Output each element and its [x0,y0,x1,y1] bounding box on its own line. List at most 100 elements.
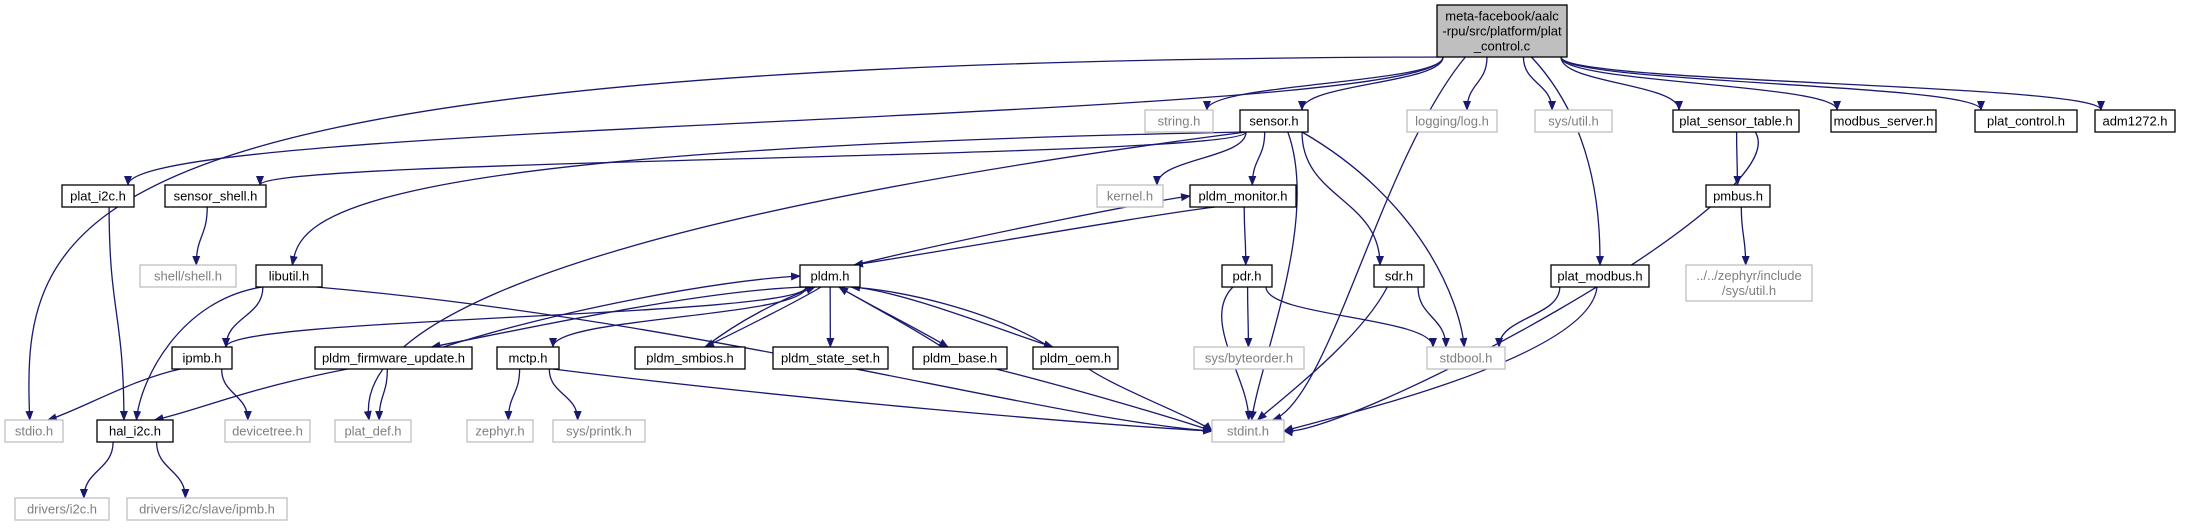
node-box [1032,346,1119,370]
node-label: stdio.h [15,424,53,439]
node-box [314,346,473,370]
node-pmbus[interactable]: pmbus.h [1705,184,1771,208]
node-zephyr: zephyr.h [466,419,534,443]
node-pldm-state-set[interactable]: pldm_state_set.h [772,346,889,370]
edge-sensor-to-pldm_monitor [1248,131,1266,186]
node-box [772,346,889,370]
node-sensor[interactable]: sensor.h [1239,109,1309,133]
edge-root-to-plat_i2c [124,56,1444,186]
node-kernel: kernel.h [1096,184,1164,208]
node-label: zephyr.h [475,424,524,439]
node-ipmb[interactable]: ipmb.h [171,346,233,370]
node-box [1534,109,1613,133]
node-mctp[interactable]: mctp.h [496,346,560,370]
node-box [466,419,534,443]
node-label: drivers/i2c.h [27,502,97,517]
node-label: string.h [1158,114,1201,129]
node-box [164,184,267,208]
edge-sensor-to-sensor_shell [256,131,1247,186]
node-box [552,419,646,443]
edge-root-to-plat_sensor_table [1560,56,1683,111]
node-libutil[interactable]: libutil.h [255,264,323,288]
node-label: devicetree.h [232,424,303,439]
edges-layer [25,56,2105,499]
edge-plat_sensor_table-to-stdint [1283,131,1759,437]
edge-root-to-plat_control [1560,56,1985,111]
edge-pldm_base-to-pldm [838,286,943,348]
node-box [14,497,110,521]
node-sysutil: sys/util.h [1534,109,1613,133]
node-drivers-i2c: drivers/i2c.h [14,497,110,521]
edge-pldm_fw-to-hal_i2c [153,368,348,422]
node-plat-modbus[interactable]: plat_modbus.h [1550,264,1650,288]
edge-ipmb-to-devicetree [221,368,252,421]
edge-mctp-to-stdint [552,368,1213,435]
edge-libutil-to-hal_i2c [133,286,263,421]
edge-sdr-to-stdbool [1417,286,1450,348]
node-logging: logging/log.h [1406,109,1498,133]
edge-plat_modbus-to-stdint [1283,286,1598,433]
edge-sensor_shell-to-shell [192,206,208,266]
node-label: pldm_state_set.h [781,351,880,366]
node-pldm[interactable]: pldm.h [799,264,861,288]
node-box [1436,4,1568,58]
node-label: pldm_oem.h [1040,351,1112,366]
node-box [171,346,233,370]
node-plat-control[interactable]: plat_control.h [1974,109,2078,133]
node-label: plat_control.h [1987,114,2065,129]
node-pldm-smbios[interactable]: pldm_smbios.h [634,346,746,370]
node-box [224,419,311,443]
node-label: drivers/i2c/slave/ipmb.h [139,502,275,517]
edge-pldm_smbios-to-pldm [704,286,816,348]
node-pdr[interactable]: pdr.h [1221,264,1273,288]
node-box [1406,109,1498,133]
node-pldm-monitor[interactable]: pldm_monitor.h [1189,184,1297,208]
edge-mctp-to-sysprintk [548,368,582,421]
edge-pldm_oem-to-stdint [1088,368,1213,432]
node-label: mctp.h [508,351,547,366]
node-label: plat_modbus.h [1557,269,1642,284]
node-label: hal_i2c.h [109,424,161,439]
edge-pdr-to-stdbool [1265,286,1437,348]
node-devicetree: devicetree.h [224,419,311,443]
node-root[interactable]: meta-facebook/aalc-rpu/src/platform/plat… [1436,4,1568,58]
node-pldm-fw[interactable]: pldm_firmware_update.h [314,346,473,370]
edge-pdr-to-sysbyteorder [1244,286,1253,348]
node-sysprintk: sys/printk.h [552,419,646,443]
node-hal-i2c[interactable]: hal_i2c.h [96,419,174,443]
node-box [1830,109,1937,133]
node-sdr[interactable]: sdr.h [1373,264,1425,288]
edge-plat_i2c-to-hal_i2c [108,206,128,421]
node-label: sdr.h [1385,269,1413,284]
node-pldm-base[interactable]: pldm_base.h [912,346,1008,370]
node-label: plat_i2c.h [70,189,126,204]
edge-sensor-to-kernel [1153,131,1247,186]
node-label: sys/byteorder.h [1205,351,1293,366]
edge-pldm_monitor-to-pdr [1241,206,1250,266]
node-sensor-shell[interactable]: sensor_shell.h [164,184,267,208]
node-adm1272[interactable]: adm1272.h [2094,109,2176,133]
node-label: sys/printk.h [566,424,632,439]
node-label: pldm_firmware_update.h [322,351,465,366]
edge-root-to-sysutil [1522,56,1557,111]
edge-root-to-logging [1463,56,1488,111]
node-box [1373,264,1425,288]
edge-root-to-adm1272 [1560,56,2105,111]
edge-hal_i2c-to-drivers_ipmb [155,441,190,499]
node-label: plat_sensor_table.h [1679,114,1792,129]
node-modbus-server[interactable]: modbus_server.h [1830,109,1937,133]
node-stdbool: stdbool.h [1426,346,1506,370]
node-plat-i2c[interactable]: plat_i2c.h [61,184,135,208]
node-box [1705,184,1771,208]
node-box [1189,184,1297,208]
node-box [1144,109,1214,133]
node-label: /sys/util.h [1722,283,1776,298]
node-label: sensor_shell.h [174,189,258,204]
node-label: sensor.h [1249,114,1298,129]
node-box [1193,346,1305,370]
node-plat-sensor-table[interactable]: plat_sensor_table.h [1672,109,1800,133]
edge-pldm_fw-to-plat_def [375,368,388,421]
node-pldm-oem[interactable]: pldm_oem.h [1032,346,1119,370]
node-label: libutil.h [269,269,309,284]
